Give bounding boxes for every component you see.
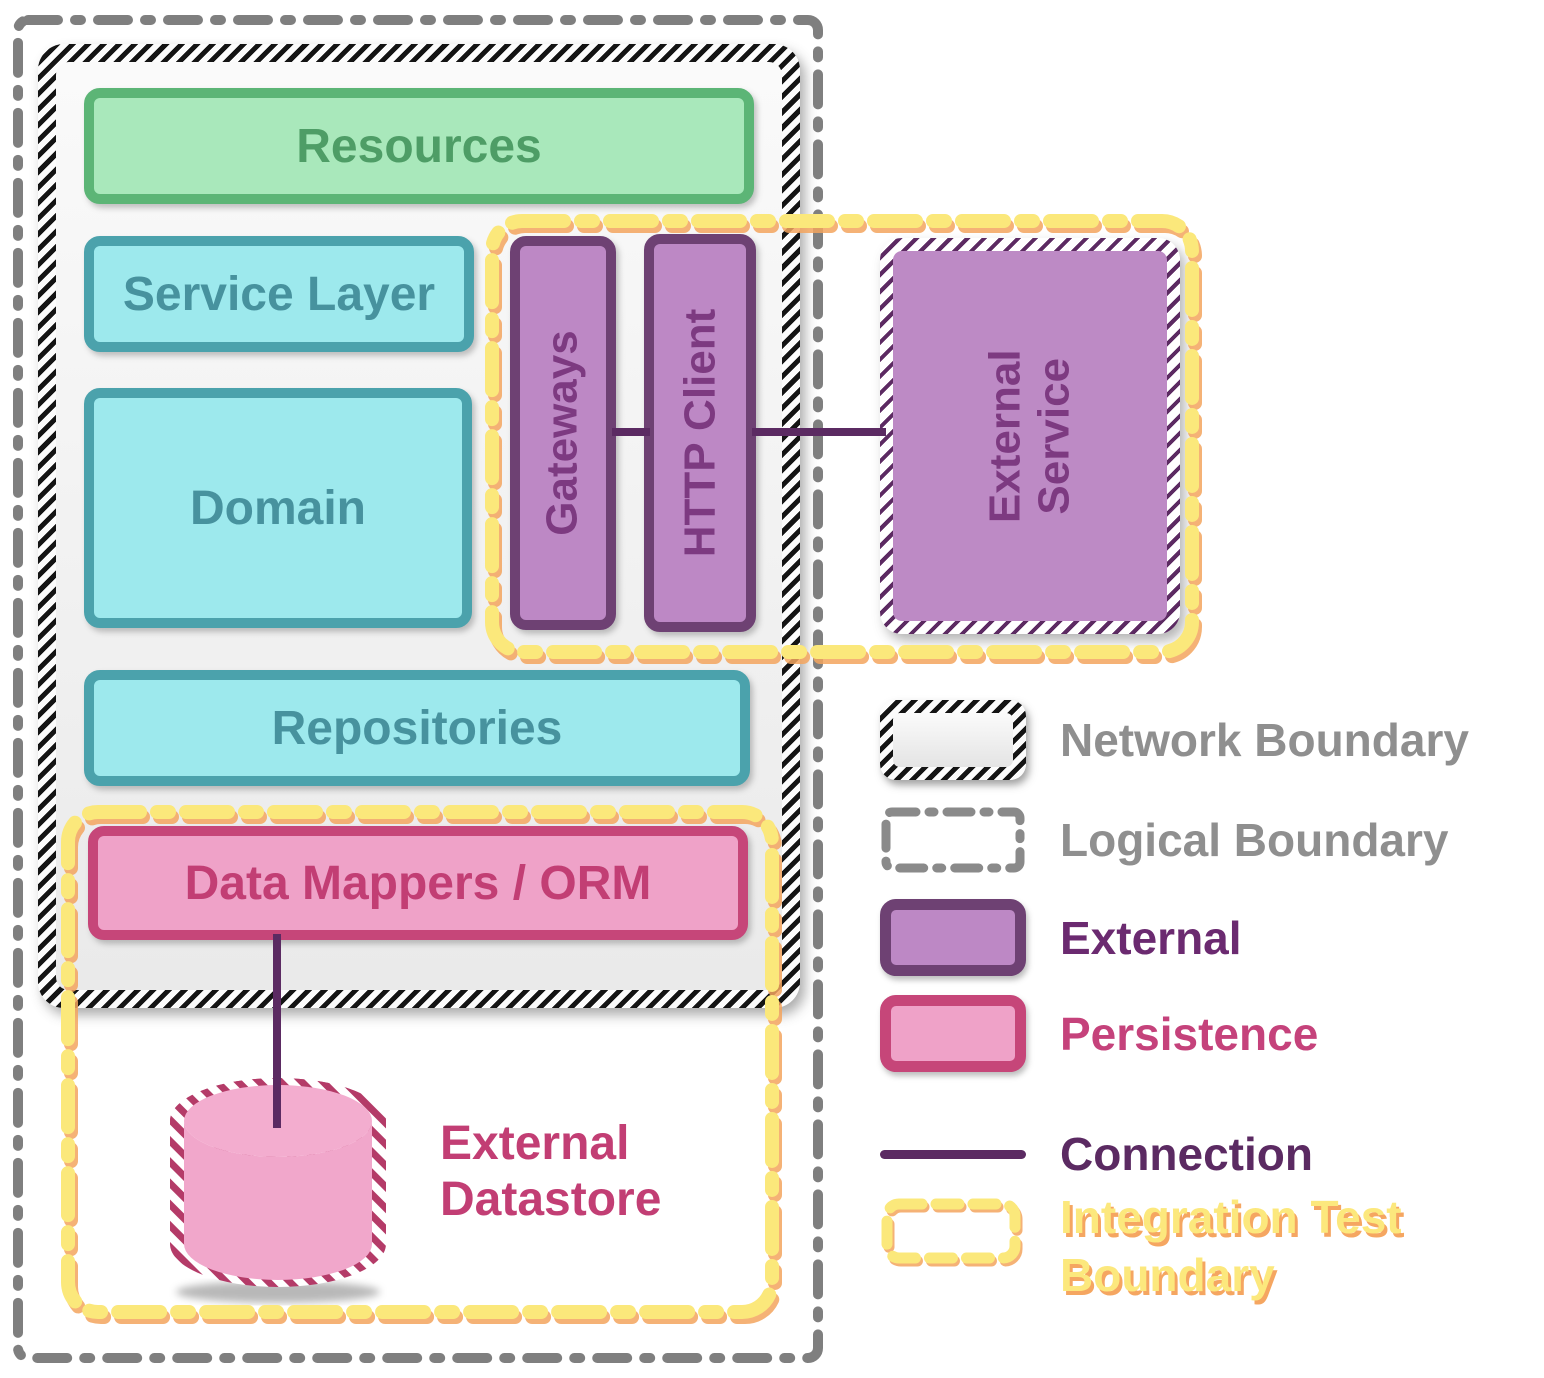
external-legend-label: External (1060, 911, 1242, 964)
external-datastore-cylinder (170, 1078, 386, 1303)
legend-item-connection: Connection (880, 1127, 1313, 1181)
cylinder-striped-body (170, 1078, 386, 1287)
http-client-label: HTTP Client (675, 308, 724, 558)
domain-box: Domain (84, 388, 472, 628)
cylinder-shadow (176, 1281, 380, 1303)
external-service-label: External Service (980, 349, 1079, 523)
external-swatch (880, 899, 1026, 976)
integration-test-boundary-swatch-outline (881, 1198, 1023, 1267)
http-client-box: HTTP Client (644, 234, 756, 632)
cylinder-inner-body (184, 1121, 372, 1280)
legend-item-logical-boundary: Logical Boundary (880, 806, 1448, 874)
domain-label: Domain (189, 481, 366, 535)
external-datastore-label: External Datastore (440, 1117, 662, 1226)
network-boundary-swatch-fill (893, 713, 1013, 767)
integration-test-boundary-swatch (880, 1197, 1026, 1269)
external-service-box: External Service (880, 238, 1180, 634)
cylinder-inner-top (184, 1085, 372, 1157)
gateways-label: Gateways (538, 330, 587, 536)
logical-boundary-swatch (880, 806, 1026, 874)
data-mappers-orm-label: Data Mappers / ORM (184, 856, 652, 910)
persistence-swatch (880, 995, 1026, 1072)
resources-box: Resources (84, 88, 754, 204)
legend-item-integration-test-boundary: Integration Test Boundary (880, 1191, 1540, 1304)
logical-boundary-swatch-outline (881, 807, 1025, 873)
gateways-box: Gateways (510, 236, 616, 630)
legend-item-external: External (880, 899, 1242, 976)
network-boundary-swatch (880, 700, 1026, 780)
persistence-legend-label: Persistence (1060, 1007, 1319, 1060)
cylinder-striped-top-ring (170, 1078, 386, 1164)
data-mappers-orm-box: Data Mappers / ORM (88, 826, 748, 940)
service-layer-label: Service Layer (122, 267, 436, 321)
resources-label: Resources (296, 119, 542, 173)
connection-legend-label: Connection (1060, 1128, 1313, 1180)
logical-boundary-legend-label: Logical Boundary (1060, 814, 1449, 866)
network-boundary-legend-label: Network Boundary (1060, 714, 1469, 766)
repositories-label: Repositories (271, 701, 563, 755)
external-service-label-wrap: External Service (880, 238, 1180, 634)
legend-item-persistence: Persistence (880, 995, 1318, 1072)
legend-item-network-boundary: Network Boundary (880, 700, 1469, 780)
integration-test-boundary-legend-label: Integration Test Boundary (1060, 1191, 1402, 1301)
connection-swatch (880, 1149, 1026, 1159)
service-layer-box: Service Layer (84, 236, 474, 352)
repositories-box: Repositories (84, 670, 750, 786)
